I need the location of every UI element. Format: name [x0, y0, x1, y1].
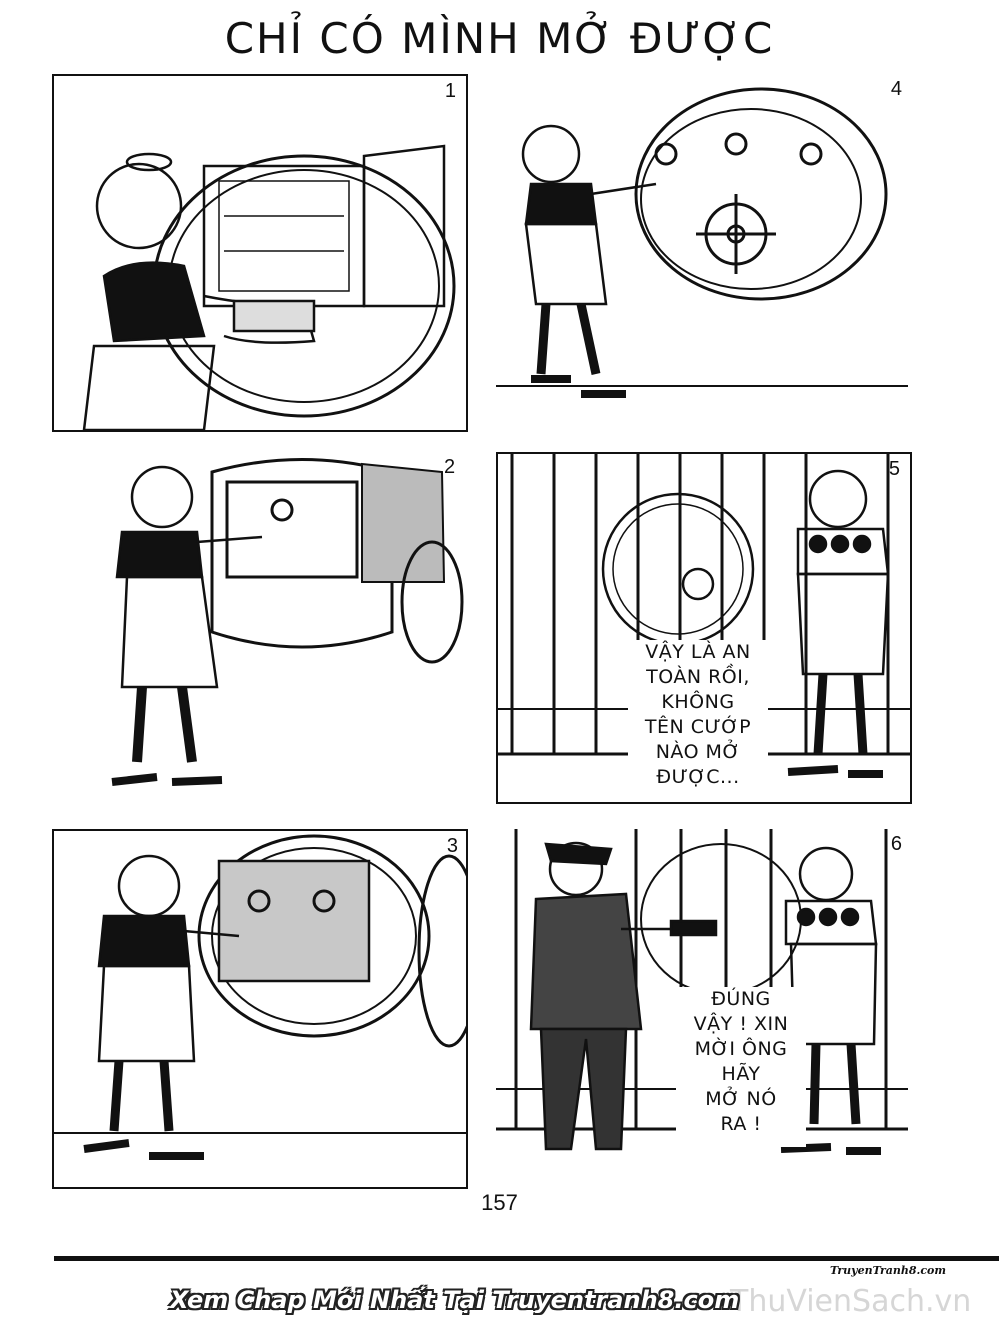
panel-1-illustration	[82, 144, 456, 430]
speech-line: ĐÚNG	[711, 988, 771, 1010]
comic-panel-6: 6	[496, 829, 912, 1189]
speech-line: NÀO MỞ	[655, 741, 741, 763]
panel-6-illustration	[496, 829, 908, 1155]
speech-line: KHÔNG	[661, 691, 735, 713]
speech-bubble: VẬY LÀ AN TOÀN RỒI, KHÔNG TÊN CƯỚP NÀO M…	[628, 640, 768, 800]
speech-line: MỜI ÔNG	[694, 1038, 788, 1060]
panel-2-illustration	[111, 458, 464, 786]
speech-line: MỞ NÓ	[705, 1088, 777, 1110]
speech-line: HÃY	[721, 1063, 761, 1085]
speech-line: TÊN CƯỚP	[644, 716, 752, 738]
speech-bubble: ĐÚNG VẬY ! XIN MỜI ÔNG HÃY MỞ NÓ RA !	[676, 987, 806, 1147]
panel-4-illustration	[496, 87, 908, 398]
panel-number: 6	[890, 833, 902, 855]
watermark: ThuVienSach.vn	[730, 1284, 972, 1319]
speech-line: VẬY LÀ AN	[645, 641, 751, 663]
footer-banner[interactable]: Xem Chap Mới Nhất Tại Truyentranh8.com	[170, 1286, 740, 1314]
comic-panel-3: 3	[52, 829, 468, 1189]
speech-line: VẬY ! XIN	[693, 1013, 789, 1035]
comic-panel-2: 2	[52, 452, 468, 810]
panel-number: 3	[446, 835, 458, 857]
panel-number: 1	[444, 80, 456, 102]
panel-3-illustration	[54, 834, 466, 1160]
speech-line: ĐƯỢC...	[656, 766, 740, 788]
panel-5-illustration	[498, 454, 910, 778]
panel-number: 4	[890, 78, 902, 100]
page-title: CHỈ CÓ MÌNH MỞ ĐƯỢC	[224, 14, 775, 63]
speech-line: TOÀN RỒI,	[646, 666, 750, 688]
panel-number: 5	[888, 458, 900, 480]
page-number: 157	[481, 1190, 518, 1215]
comic-panel-1: 1	[52, 74, 468, 432]
comic-panel-5: 5 V	[496, 452, 912, 804]
divider	[54, 1256, 999, 1261]
comic-panel-4: 4	[496, 74, 912, 432]
speech-line: RA !	[720, 1113, 762, 1135]
panel-number: 2	[444, 456, 456, 478]
site-credit: TruyenTranh8.com	[830, 1264, 947, 1277]
